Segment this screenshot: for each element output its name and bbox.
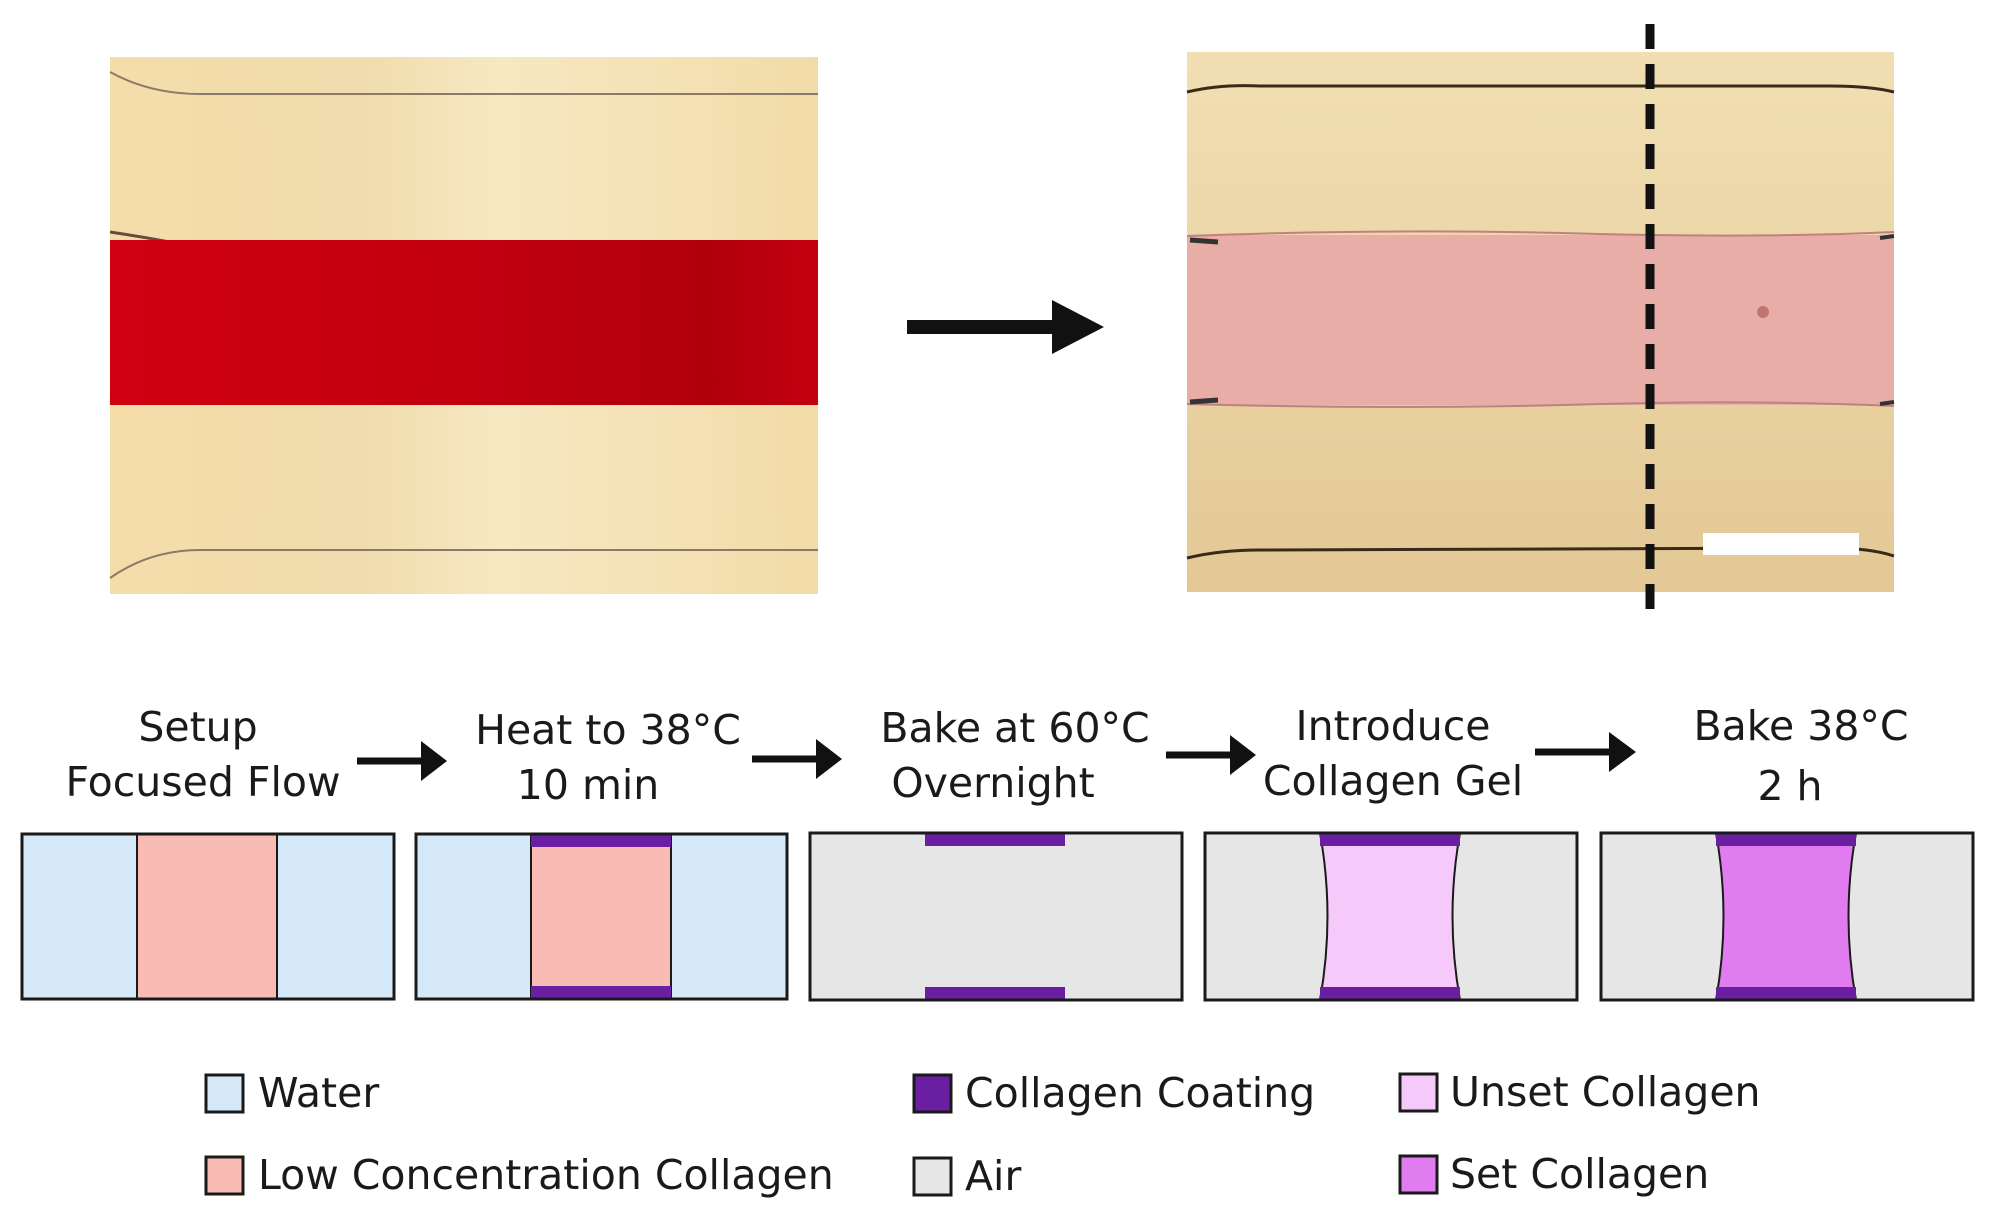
coated-gel-stream [1187, 235, 1894, 405]
step-4-line1: Introduce [1296, 702, 1491, 750]
step-1-line2: Focused Flow [66, 758, 341, 806]
legend-water: Water [204, 1069, 379, 1117]
legend: Water Low Concentration Collagen Collage… [204, 1068, 1761, 1200]
process-arrow [907, 300, 1104, 354]
step-5-line1: Bake 38°C [1693, 702, 1908, 750]
dye-stream [110, 240, 818, 405]
step-2-line2: 10 min [517, 761, 660, 809]
panel-introduce [1203, 831, 1579, 1002]
step-2-line1: Heat to 38°C [475, 706, 741, 754]
legend-low-collagen: Low Concentration Collagen [204, 1151, 834, 1199]
step-3-line1: Bake at 60°C [880, 704, 1149, 752]
step-5-line2: 2 h [1757, 762, 1822, 810]
scale-bar [1703, 533, 1859, 555]
step-4-line2: Collagen Gel [1263, 757, 1523, 805]
legend-set-label: Set Collagen [1450, 1150, 1709, 1198]
legend-water-label: Water [258, 1069, 379, 1117]
step-1-line1: Setup [138, 703, 257, 751]
step-arrows [357, 732, 1636, 781]
legend-set: Set Collagen [1398, 1150, 1709, 1198]
legend-unset: Unset Collagen [1398, 1068, 1761, 1116]
focused-flow-photo [109, 57, 818, 594]
step-labels: Setup Focused Flow Heat to 38°C 10 min B… [66, 702, 1909, 810]
legend-low-collagen-label: Low Concentration Collagen [258, 1151, 834, 1199]
step-3-line2: Overnight [891, 759, 1094, 807]
coated-channel-photo [1186, 24, 1895, 620]
panel-setup [20, 832, 396, 1001]
schematic-panels [20, 831, 1975, 1002]
legend-unset-label: Unset Collagen [1450, 1068, 1761, 1116]
legend-coating-label: Collagen Coating [965, 1069, 1315, 1117]
legend-coating: Collagen Coating [912, 1069, 1315, 1117]
panel-set [1599, 831, 1975, 1002]
legend-air: Air [912, 1152, 1021, 1200]
panel-heat [414, 832, 789, 1001]
legend-air-label: Air [965, 1152, 1021, 1200]
panel-bake [808, 831, 1184, 1002]
